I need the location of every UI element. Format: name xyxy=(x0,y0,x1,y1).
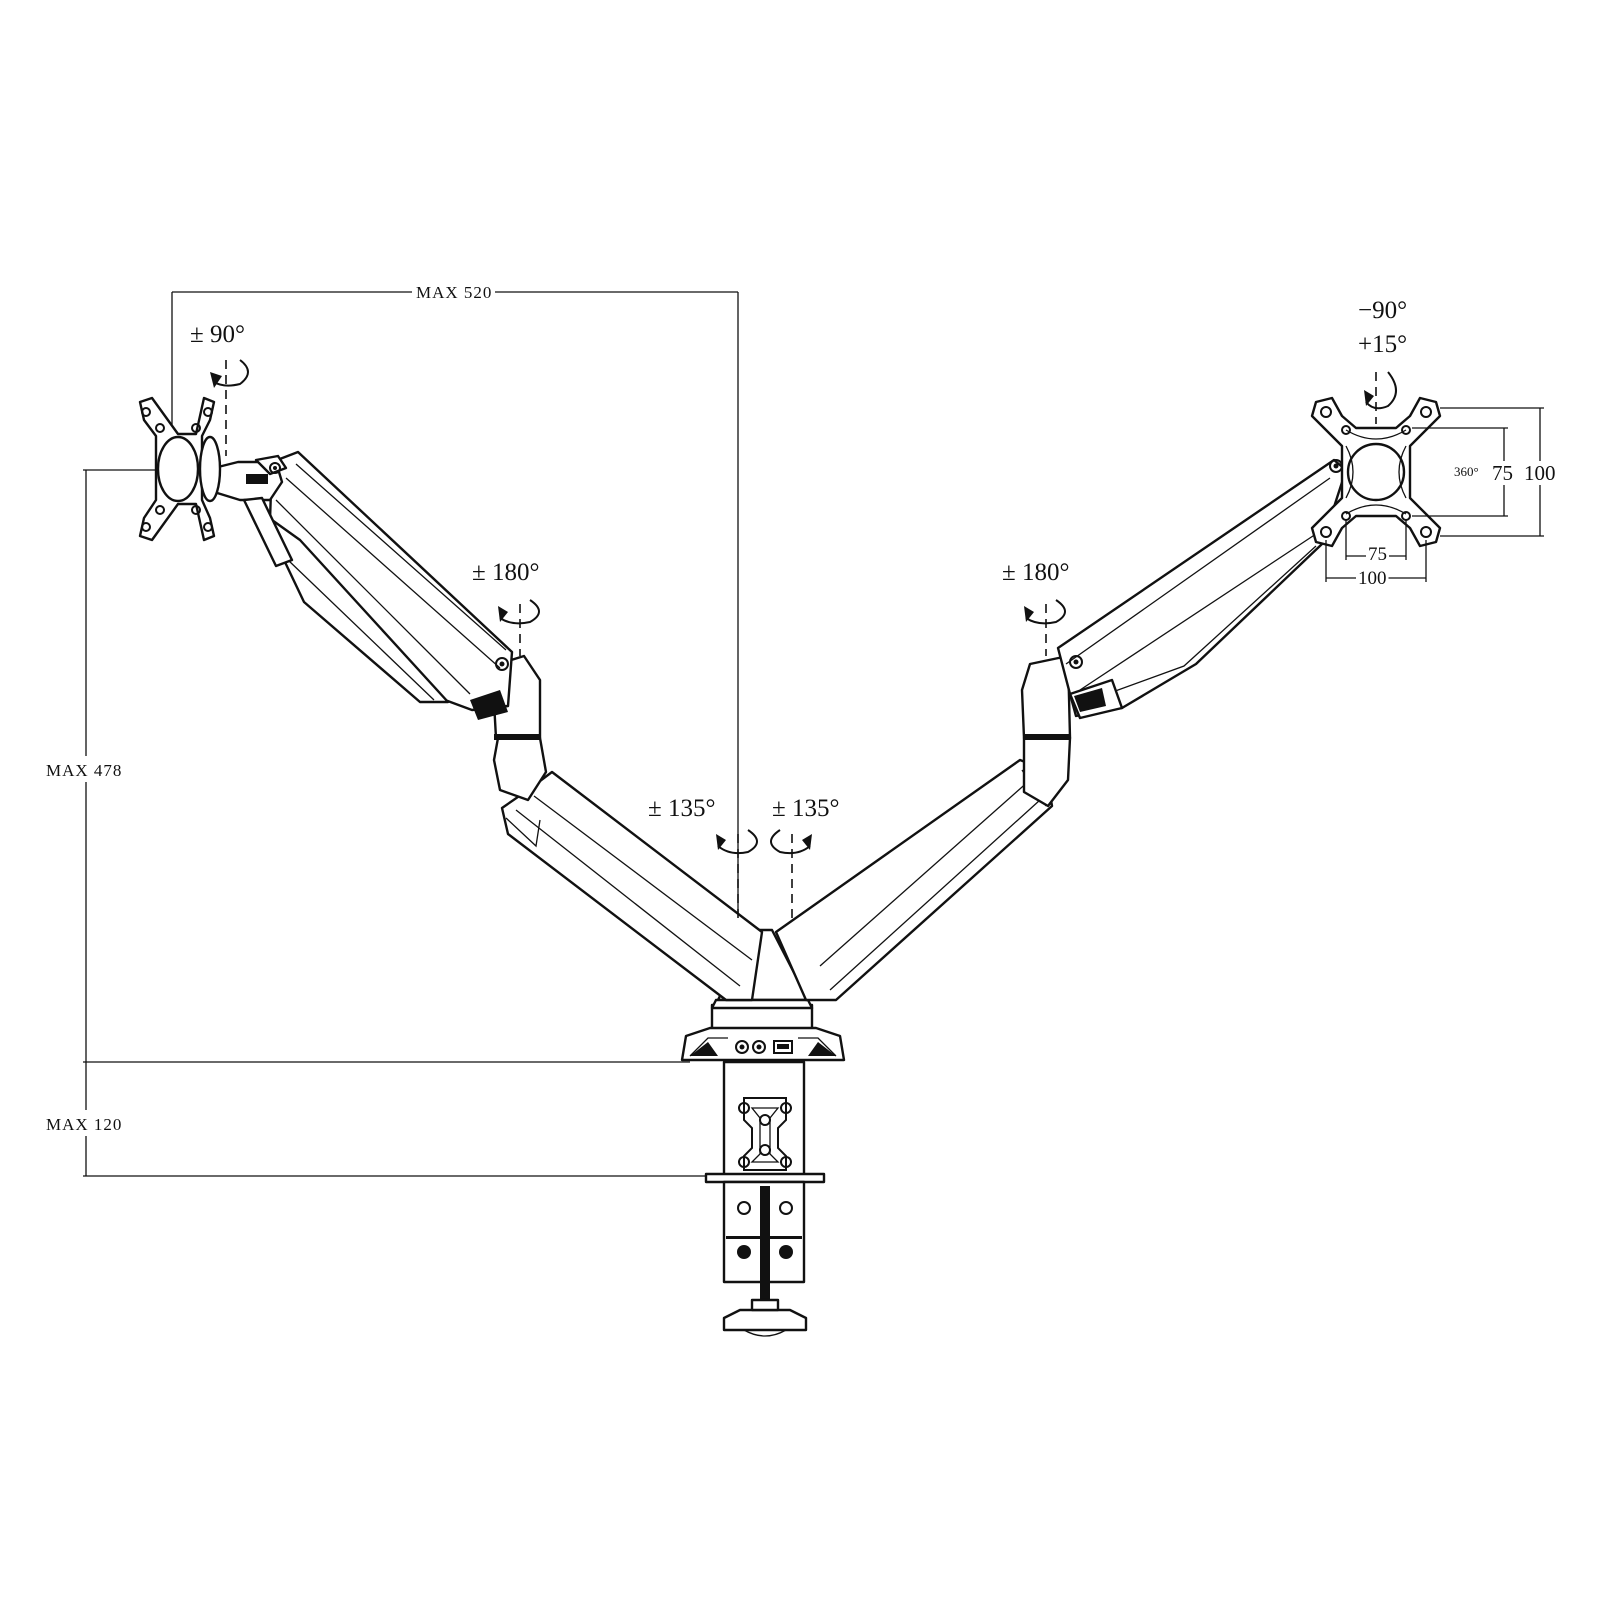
vesa-outer-vertical: 100 xyxy=(1524,461,1556,485)
reach-dimension-label: MAX 520 xyxy=(416,283,492,302)
left-arm xyxy=(138,396,764,1002)
right-tilt-down-angle: −90° xyxy=(1358,297,1407,324)
angle-labels: ± 90° ± 180° ± 180° ± 135° ± 135° −90° +… xyxy=(190,297,1479,822)
center-column xyxy=(680,928,846,1337)
rotation-arrows xyxy=(210,359,1397,855)
height-dimension: MAX 478 xyxy=(40,469,690,1063)
reach-dimension: MAX 520 xyxy=(171,283,739,920)
vesa-inner-vertical: 75 xyxy=(1492,461,1513,485)
vesa-inner-horizontal: 75 xyxy=(1368,544,1387,565)
rotation-angle: 360° xyxy=(1454,464,1479,479)
right-arm xyxy=(774,396,1442,1002)
clamp-dimension: MAX 120 xyxy=(40,1062,710,1177)
rotation-axes xyxy=(225,360,1377,920)
left-tilt-angle: ± 90° xyxy=(190,321,245,348)
vesa-dimensions: 75 100 75 100 xyxy=(1325,407,1558,589)
height-dimension-label: MAX 478 xyxy=(46,761,122,780)
clamp-dimension-label: MAX 120 xyxy=(46,1115,122,1134)
right-swivel-angle: ± 180° xyxy=(1002,559,1069,586)
base-right-angle: ± 135° xyxy=(772,795,839,822)
right-tilt-up-angle: +15° xyxy=(1358,331,1407,358)
vesa-outer-horizontal: 100 xyxy=(1358,568,1387,589)
base-left-angle: ± 135° xyxy=(648,795,715,822)
left-swivel-angle: ± 180° xyxy=(472,559,539,586)
